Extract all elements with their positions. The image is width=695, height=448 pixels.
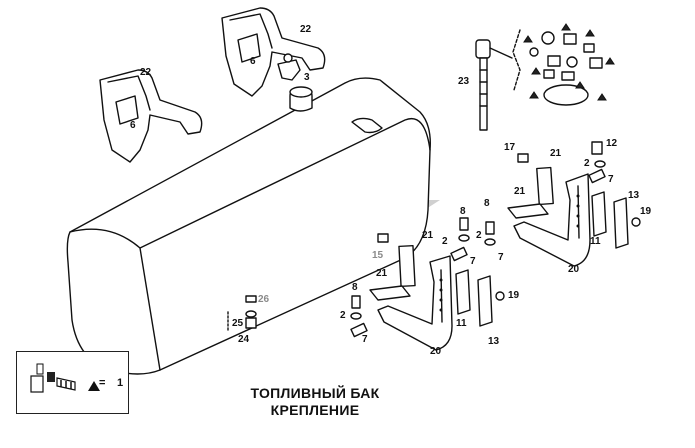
legend-kit-icon [30, 363, 76, 393]
callout-20: 20 [568, 264, 580, 275]
callout-13: 13 [628, 190, 640, 201]
callout-2: 2 [584, 158, 590, 169]
callout-21: 21 [514, 186, 526, 197]
callout-19: 19 [508, 290, 520, 301]
callout-11: 11 [456, 318, 467, 329]
callout-11: 11 [590, 236, 601, 247]
legend-equals: = [99, 377, 106, 389]
bracket-assembly-right [507, 141, 641, 267]
callout-7: 7 [470, 256, 476, 267]
fuel-tank [66, 77, 431, 375]
callout-21: 21 [550, 148, 562, 159]
page-subtitle: КРЕПЛЕНИЕ [270, 402, 360, 418]
callout-22: 22 [140, 67, 152, 78]
callout-labels: 22 22 6 6 3 23 17 12 21 21 21 21 2 2 2 2… [130, 24, 652, 357]
callout-6: 6 [130, 120, 136, 131]
callout-23: 23 [458, 76, 470, 87]
fuel-sender-23 [475, 39, 513, 131]
legend-box: = 1 [16, 351, 129, 414]
strap-right [221, 7, 326, 97]
legend-number: 1 [117, 377, 124, 389]
callout-8: 8 [352, 282, 358, 293]
callout-8: 8 [460, 206, 466, 217]
callout-3: 3 [304, 72, 310, 83]
callout-8: 8 [484, 198, 490, 209]
callout-21: 21 [376, 268, 388, 279]
callout-6: 6 [250, 56, 256, 67]
callout-22: 22 [300, 24, 312, 35]
small-parts-kit [512, 23, 615, 106]
callout-7: 7 [362, 334, 368, 345]
callout-2: 2 [340, 310, 346, 321]
callout-20: 20 [430, 346, 442, 357]
strap-left [99, 69, 203, 163]
callout-2: 2 [442, 236, 448, 247]
callout-19: 19 [640, 206, 652, 217]
callout-21: 21 [422, 230, 434, 241]
clamp-part-3 [277, 53, 301, 81]
triangle-icon [88, 381, 100, 391]
bracket-assembly-middle [227, 217, 505, 351]
callout-2: 2 [476, 230, 482, 241]
callout-7: 7 [608, 174, 614, 185]
callout-12: 12 [606, 138, 618, 149]
callout-7: 7 [498, 252, 504, 263]
callout-13: 13 [488, 336, 500, 347]
callout-17: 17 [504, 142, 516, 153]
callout-25: 25 [232, 318, 244, 329]
callout-15: 15 [372, 250, 384, 261]
page-title: ТОПЛИВНЫЙ БАК [250, 385, 380, 401]
callout-24: 24 [238, 334, 250, 345]
callout-26: 26 [258, 294, 270, 305]
